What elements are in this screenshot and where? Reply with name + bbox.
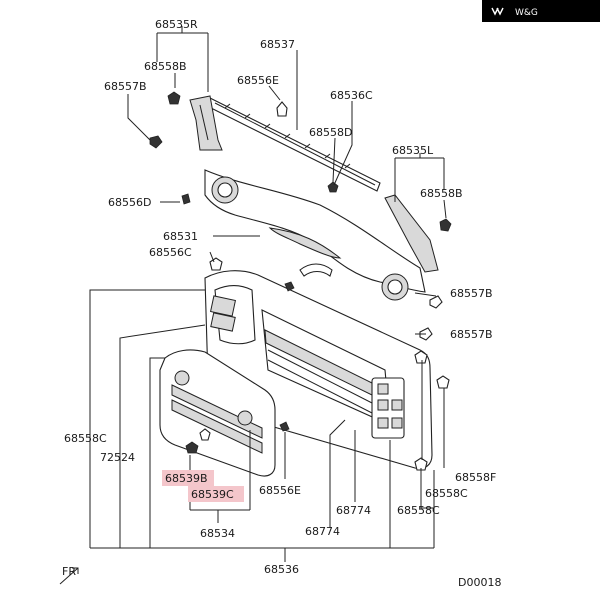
highlight-68539C — [188, 486, 244, 502]
screw-68556D — [181, 193, 191, 205]
clip-68539C — [199, 428, 211, 441]
clip-68539B — [185, 441, 199, 454]
label-68539C: 68539C — [191, 488, 234, 501]
label-68539B: 68539B — [165, 472, 208, 485]
label-fr: FR — [62, 565, 76, 578]
screw-68556E-bottom — [279, 421, 290, 432]
label-68774-a: 68774 — [336, 504, 371, 517]
highlight-68539B — [162, 470, 214, 486]
label-68535L: 68535L — [392, 144, 434, 157]
label-68558C-r1: 68558C — [425, 487, 468, 500]
diagram-code: D00018 — [458, 576, 501, 589]
label-68558B-top: 68558B — [144, 60, 187, 73]
label-68557B-r1: 68557B — [450, 287, 493, 300]
clip-68558D — [327, 181, 339, 193]
clip-68558C-right-top — [414, 350, 428, 364]
label-68536C: 68536C — [330, 89, 373, 102]
label-68534: 68534 — [200, 527, 235, 540]
label-68535R: 68535R — [155, 18, 198, 31]
label-68536: 68536 — [264, 563, 299, 576]
clip-68556E-top — [276, 101, 288, 117]
pillar-trim-68535R — [189, 95, 223, 151]
leader-lines — [59, 26, 447, 585]
upper-trim-panel-68531 — [204, 169, 426, 301]
label-68774-b: 68774 — [305, 525, 340, 538]
clip-68557B-r1 — [429, 295, 443, 309]
label-68557B-r2: 68557B — [450, 328, 493, 341]
label-68556D: 68556D — [108, 196, 151, 209]
label-68558B-right: 68558B — [420, 187, 463, 200]
clip-68558B-right — [439, 218, 452, 232]
label-68557B-left: 68557B — [104, 80, 147, 93]
clip-68556C — [209, 257, 223, 271]
label-68558C-left: 68558C — [64, 432, 107, 445]
part-labels: 68535R 68537 68558B 68556E 68557B 68536C… — [62, 18, 501, 589]
label-68558C-r2: 68558C — [397, 504, 440, 517]
label-68558F: 68558F — [455, 471, 496, 484]
label-68556E-bottom: 68556E — [259, 484, 301, 497]
brand-text: W&G — [515, 8, 538, 18]
label-68556C: 68556C — [149, 246, 192, 259]
upper-strip-68537 — [206, 97, 381, 192]
clip-68557B-left — [149, 135, 163, 149]
brand-logo: W&G — [482, 0, 600, 22]
clip-68558C-right-bottom — [414, 457, 428, 471]
screw-mid — [284, 281, 295, 292]
label-68537: 68537 — [260, 38, 295, 51]
label-68558D: 68558D — [309, 126, 352, 139]
label-68531: 68531 — [163, 230, 198, 243]
label-72524: 72524 — [100, 451, 135, 464]
clip-68558B-top — [167, 91, 181, 105]
fasteners — [149, 91, 452, 471]
clip-68558F — [436, 375, 450, 389]
label-68556E-top: 68556E — [237, 74, 279, 87]
